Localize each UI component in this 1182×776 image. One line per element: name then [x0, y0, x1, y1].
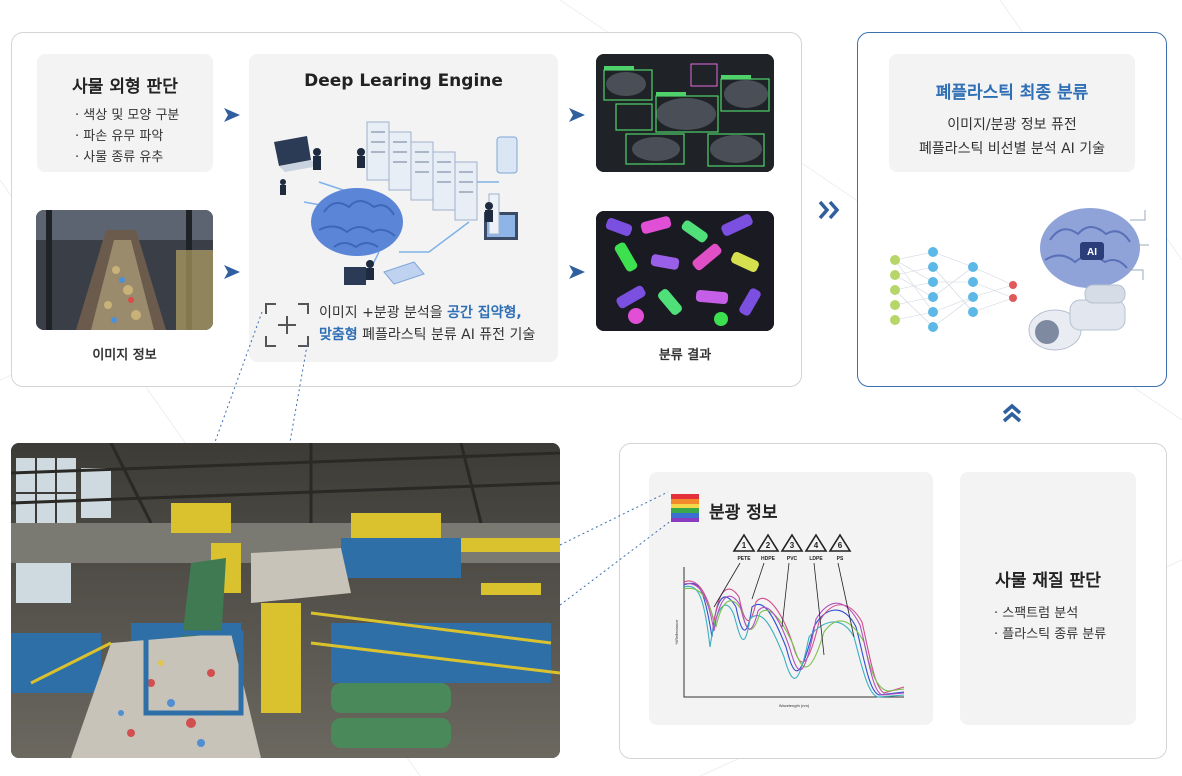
engine-description: 이미지 +분광 분석을 공간 집약형, 맞춤형 폐플라스틱 분류 AI 퓨전 기… [319, 302, 555, 346]
arrow-right-icon [569, 108, 585, 122]
recycle-code: 4 [814, 541, 819, 550]
monitor-icon [344, 261, 425, 285]
arrow-right-icon [224, 108, 240, 122]
image-info-caption: 이미지 정보 [92, 348, 157, 363]
spectrum-series-hdpe [683, 580, 905, 694]
arrow-right-icon [569, 265, 585, 279]
detection-result-image [596, 54, 774, 172]
list-item: 스팩트럼 분석 [994, 603, 1136, 624]
engine-desc-part2: 폐플라스틱 분류 AI 퓨전 기술 [357, 327, 536, 343]
plastic-type-label: PETE [737, 556, 751, 562]
svg-text:AI: AI [1087, 247, 1097, 258]
engine-desc-highlight2: 맞춤형 [319, 327, 358, 343]
final-line1: 이미지/분광 정보 퓨전 [947, 117, 1077, 133]
pointer-line [713, 562, 741, 608]
list-item: 플라스틱 종류 분류 [994, 624, 1136, 645]
recycling-facility-image [11, 443, 560, 758]
plastic-type-label: HDPE [761, 556, 776, 562]
workstation-icon [484, 193, 518, 240]
plastic-type-label: PVC [787, 556, 798, 562]
laptop-icon [274, 136, 319, 172]
shape-judgement-list: 색상 및 모양 구분 파손 유무 파악 사물 종류 유추 [75, 105, 213, 168]
server-rack-icon [366, 121, 478, 221]
shape-judgement-card: 사물 외형 판단 색상 및 모양 구분 파손 유무 파악 사물 종류 유추 [37, 54, 213, 172]
pointer-line [813, 562, 825, 656]
plastic-type-label: LDPE [809, 556, 823, 562]
material-judgement-card: 사물 재질 판단 스팩트럼 분석 플라스틱 종류 분류 [960, 472, 1136, 725]
engine-desc-highlight1: 공간 집약형, [447, 305, 522, 321]
phone-icon [496, 136, 518, 174]
spectral-title: 분광 정보 [709, 503, 778, 523]
recycle-code: 6 [838, 541, 843, 550]
rainbow-icon [671, 494, 699, 522]
shape-judgement-title: 사물 외형 판단 [72, 77, 178, 97]
final-classification-card: 폐플라스틱 최종 분류 이미지/분광 정보 퓨전 폐플라스틱 비선별 분석 AI… [889, 54, 1135, 172]
recycle-code: 1 [742, 541, 747, 550]
material-list: 스팩트럼 분석 플라스틱 종류 분류 [994, 603, 1136, 645]
recycle-symbol-icon [780, 533, 804, 552]
double-chevron-up-icon [1002, 403, 1022, 423]
arrow-right-icon [224, 265, 240, 279]
final-title: 폐플라스틱 최종 분류 [935, 83, 1089, 103]
spectrum-series-ldpe [683, 587, 905, 692]
focus-frame-icon [265, 303, 309, 347]
pointer-line [837, 562, 855, 638]
material-title: 사물 재질 판단 [995, 571, 1101, 591]
recycle-symbol-icon [732, 533, 756, 552]
engine-title: Deep Learing Engine [304, 71, 503, 91]
y-axis-label: %Reflectance [674, 619, 679, 644]
recycle-symbol-icon [828, 533, 852, 552]
x-axis-label: Wavelength (nm) [779, 703, 810, 708]
engine-desc-part1: 이미지 +분광 분석을 [319, 305, 448, 321]
recycle-symbol-icon [756, 533, 780, 552]
chart-axes [683, 567, 904, 698]
recycle-code: 3 [790, 541, 795, 550]
list-item: 사물 종류 유추 [75, 147, 213, 168]
engine-illustration [274, 121, 518, 285]
pointer-line [751, 562, 765, 600]
double-chevron-right-icon [818, 200, 840, 220]
conveyor-image [36, 210, 213, 330]
spectrum-series-ps [683, 582, 905, 696]
plastic-type-label: PS [837, 556, 844, 562]
classified-plastics-image [596, 211, 774, 331]
list-item: 파손 유무 파악 [75, 126, 213, 147]
deep-learning-engine-card: Deep Learing Engine [249, 54, 558, 362]
pointer-line [781, 562, 790, 628]
neural-network-illustration: AI [890, 208, 1149, 351]
result-caption: 분류 결과 [658, 348, 712, 363]
robot-hand-icon [1028, 284, 1126, 351]
spectrum-series-pvc [683, 585, 905, 698]
final-line2: 폐플라스틱 비선별 분석 AI 기술 [918, 141, 1106, 157]
ai-brain-icon: AI [1040, 208, 1149, 288]
recycle-symbol-icon [804, 533, 828, 552]
recycle-code: 2 [766, 541, 771, 550]
list-item: 색상 및 모양 구분 [75, 105, 213, 126]
